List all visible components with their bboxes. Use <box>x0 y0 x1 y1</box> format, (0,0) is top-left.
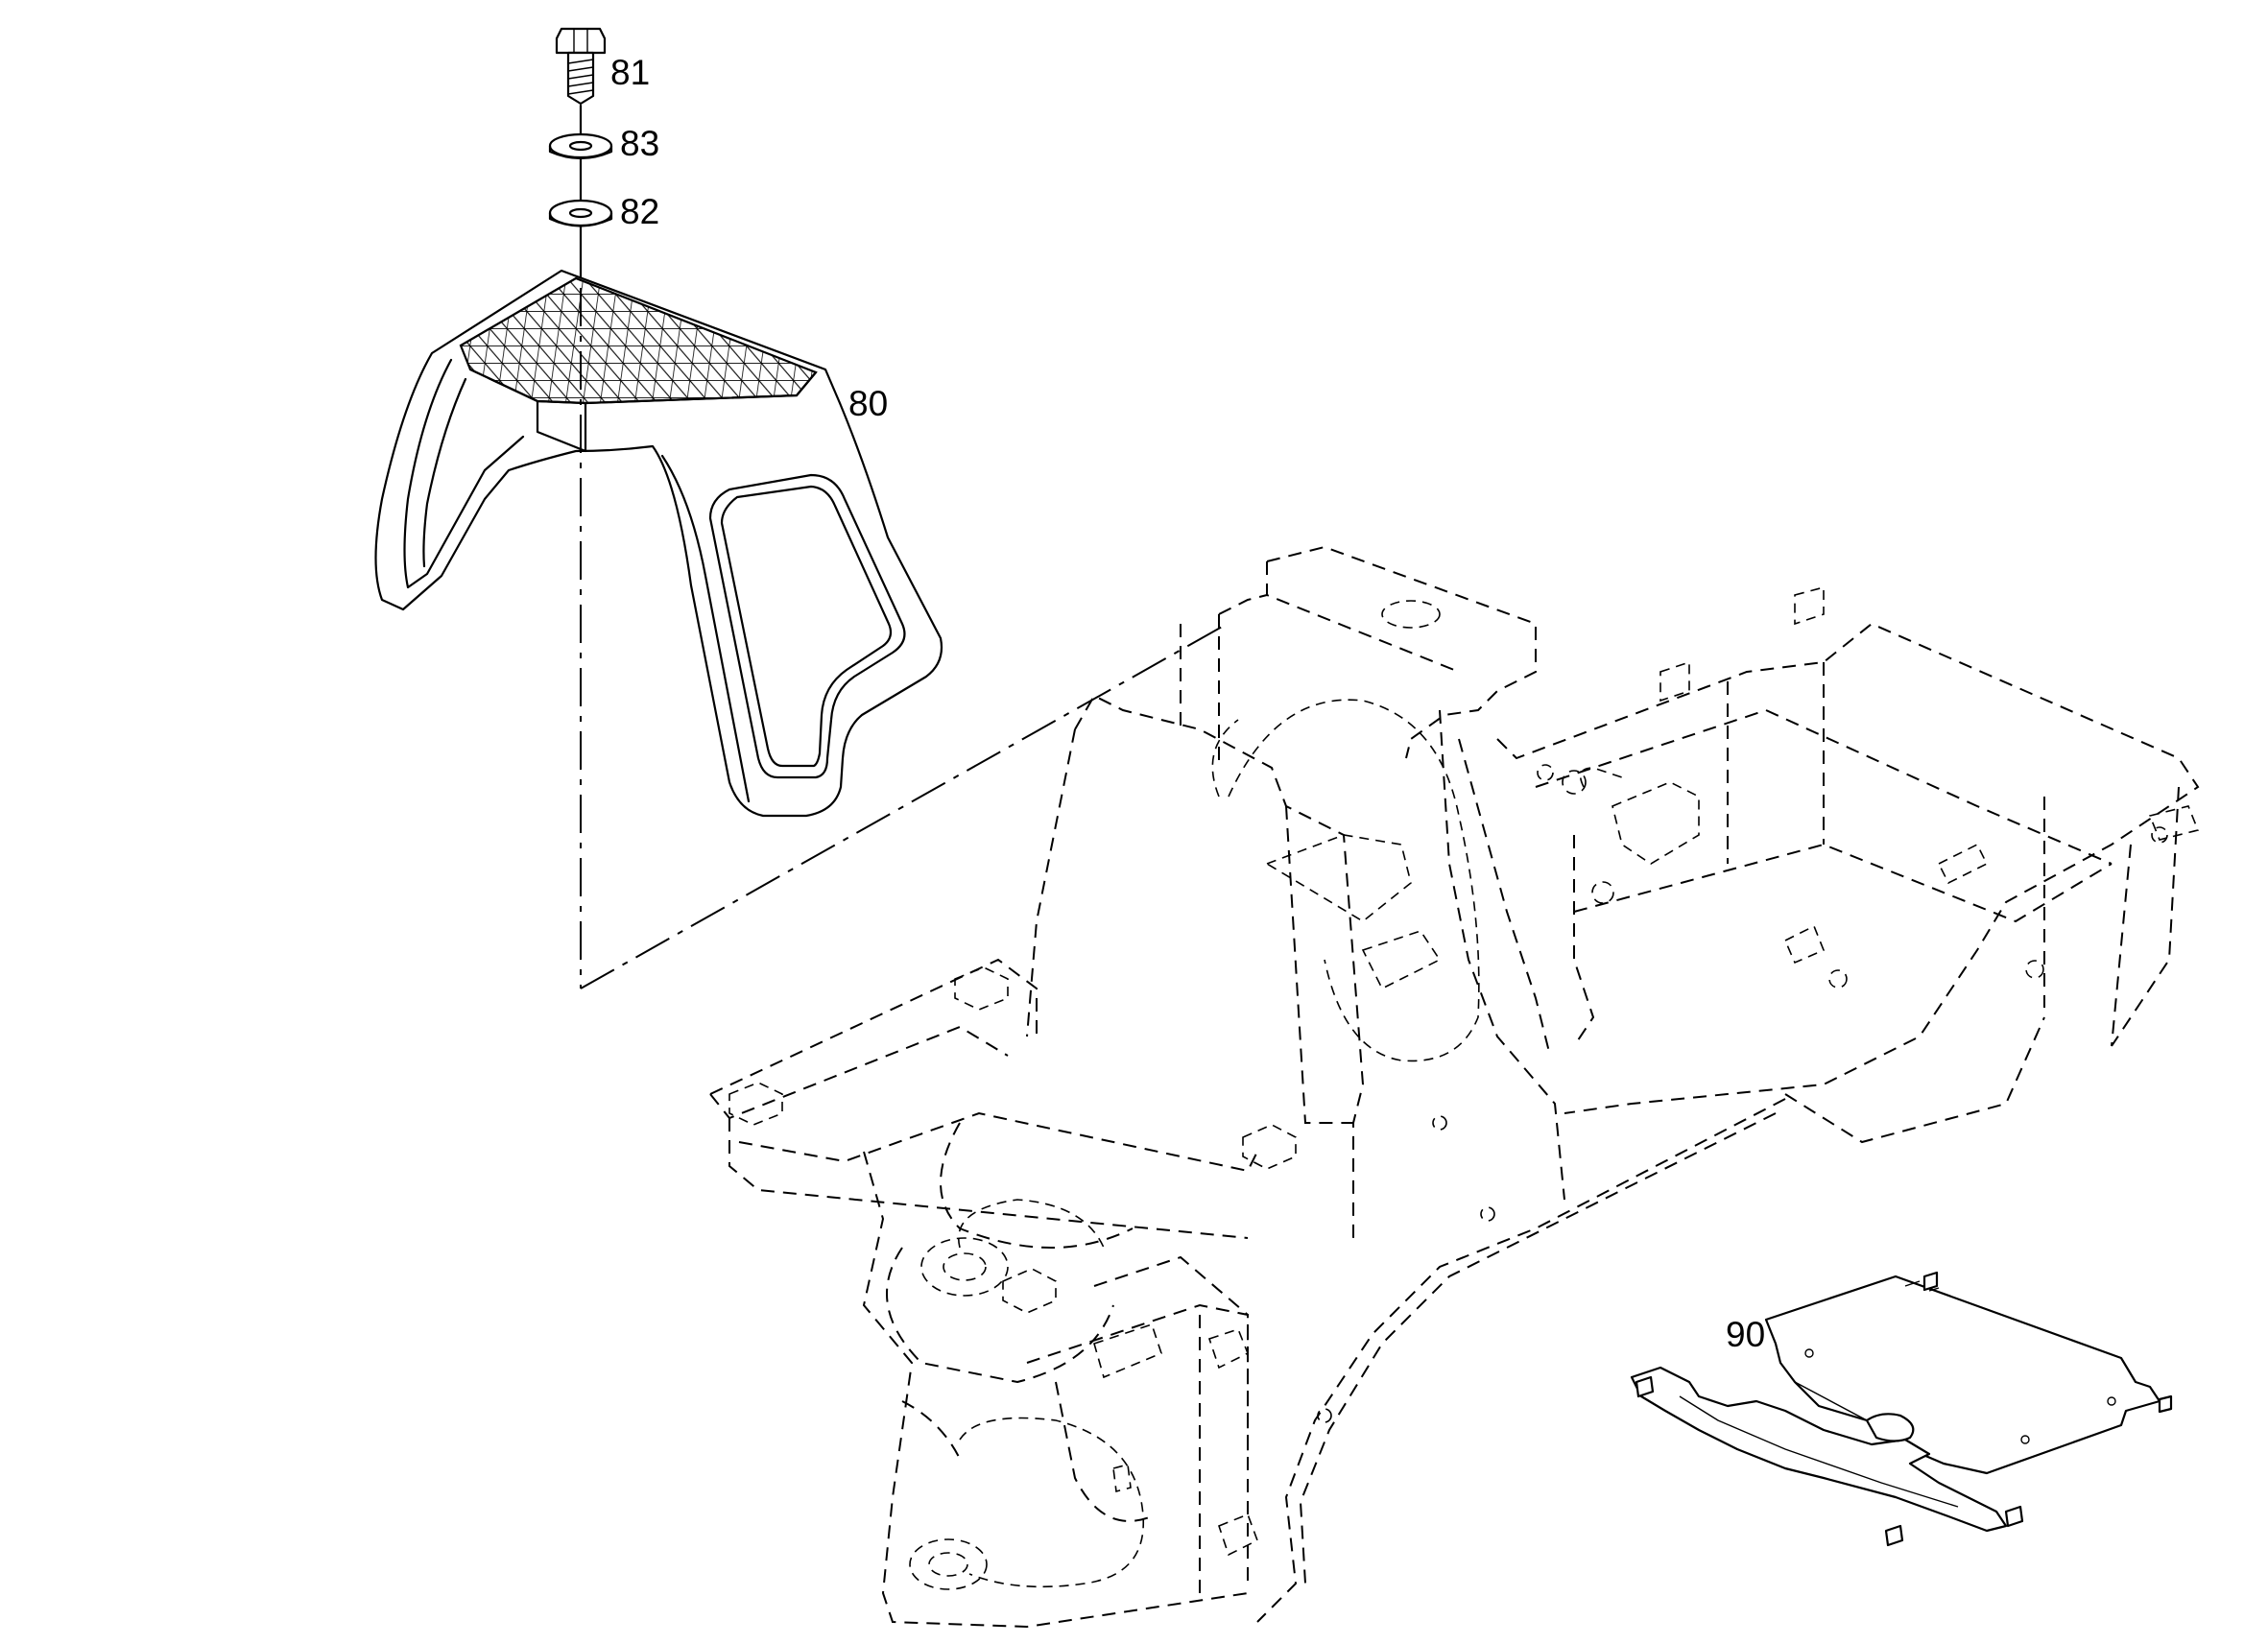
callout-90: 90 <box>1726 1315 1765 1354</box>
step-guard-80 <box>374 269 943 818</box>
main-frame <box>709 545 2200 1629</box>
callout-82: 82 <box>620 192 659 231</box>
flat-washer-82 <box>548 199 613 227</box>
floor-plate-90 <box>1630 1271 2173 1547</box>
lock-washer-83 <box>548 132 613 160</box>
callout-80: 80 <box>848 384 888 423</box>
callout-81: 81 <box>610 53 650 92</box>
assembly-line-diagonal <box>580 625 1225 989</box>
bolt-81 <box>555 27 607 106</box>
callout-83: 83 <box>620 124 659 163</box>
